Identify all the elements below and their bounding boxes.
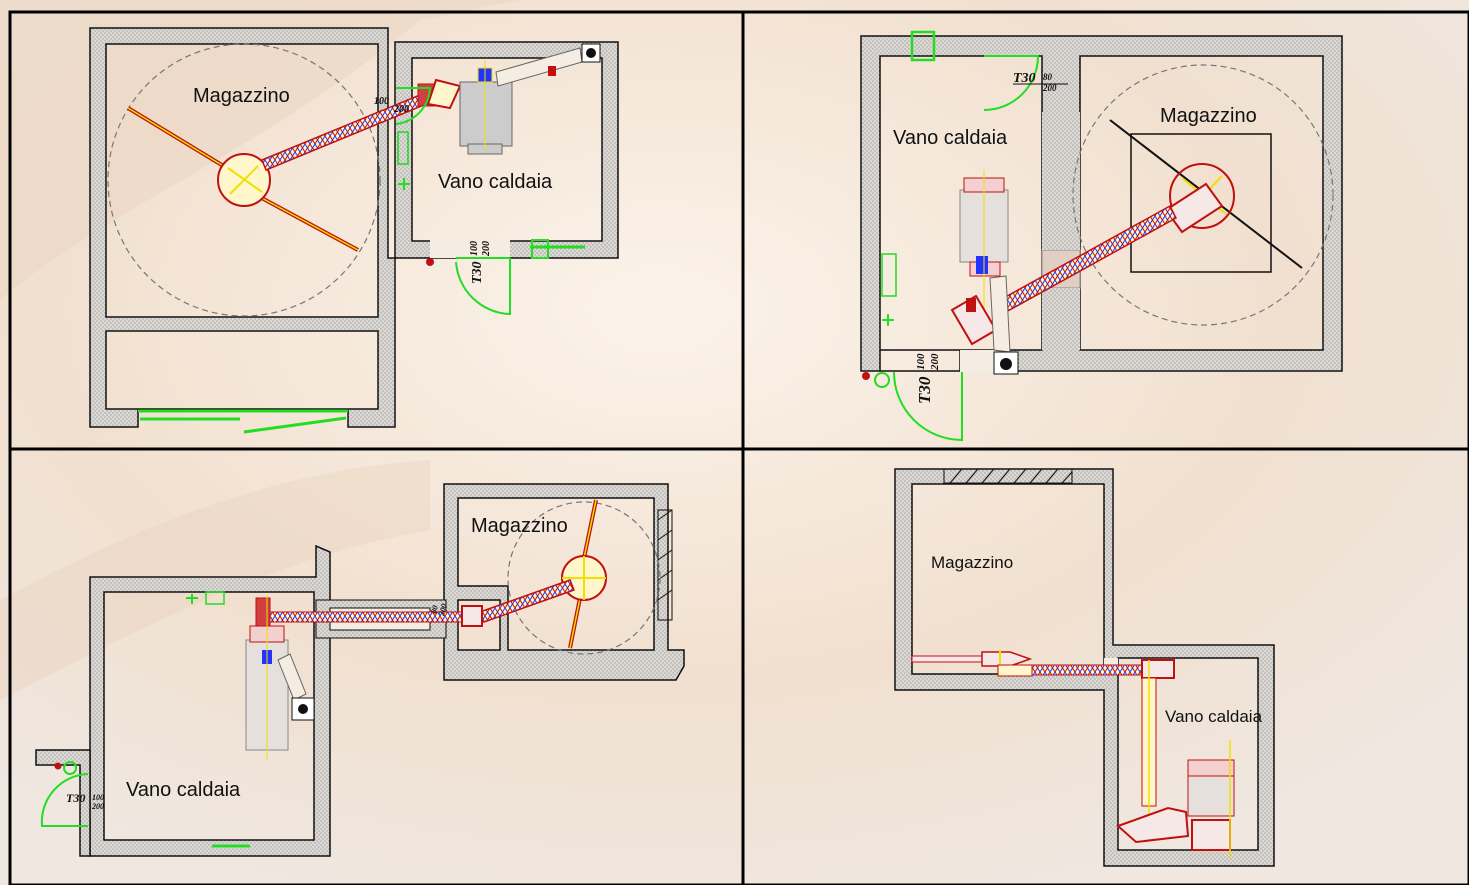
- door-height: 200: [91, 802, 104, 811]
- door-height-small: 200: [437, 603, 449, 618]
- door-swing-storage: [983, 55, 1040, 111]
- wall-outline-storage: [443, 483, 685, 681]
- wall-outline: [89, 27, 619, 428]
- door-height-small: 200: [1042, 83, 1057, 93]
- panel-top-left: Magazzino Vano caldaia T30 100 200 100 2…: [89, 27, 619, 434]
- door-swing-boiler: [395, 87, 432, 125]
- door-swing-external: [893, 371, 963, 442]
- feed-auger: [1031, 664, 1145, 676]
- room-label-boiler: Vano caldaia: [1165, 707, 1263, 726]
- door-height-small: 200: [393, 104, 409, 115]
- sheet-frame: [8, 10, 1469, 885]
- boiler: [459, 81, 513, 147]
- door-rating: T30: [915, 376, 934, 404]
- room-label-boiler: Vano caldaia: [438, 171, 553, 193]
- room-label-storage: Magazzino: [471, 515, 568, 537]
- door-width-small: 100: [374, 96, 389, 107]
- agitator-bar: [911, 655, 983, 663]
- auger-sweep-circle: [107, 43, 381, 317]
- door-width: 100: [92, 793, 104, 802]
- panel-top-right: Magazzino Vano caldaia T30 100 200 T30 8…: [860, 30, 1343, 442]
- auger-sweep-circle: [1072, 64, 1334, 326]
- door-rating-small: T30: [1013, 71, 1036, 86]
- room-label-boiler: Vano caldaia: [126, 779, 241, 801]
- boiler: [1187, 775, 1235, 817]
- door-height: 200: [481, 241, 492, 257]
- door-height: 200: [929, 353, 941, 371]
- room-label-storage: Magazzino: [931, 553, 1013, 572]
- door-width-small: 80: [429, 604, 440, 614]
- panel-bottom-right: Magazzino Vano caldaia: [894, 468, 1275, 867]
- door-width-small: 80: [1043, 72, 1053, 82]
- door-rating: T30: [66, 791, 85, 805]
- agitator-hub: [1169, 163, 1235, 229]
- door-rating: T30: [470, 261, 485, 284]
- wall-outline-left: [35, 749, 91, 857]
- panel-bottom-left: Magazzino Vano caldaia T30 100 200 80 20…: [35, 483, 685, 857]
- room-label-storage: Magazzino: [193, 85, 290, 107]
- room-label-storage: Magazzino: [1160, 105, 1257, 127]
- door-swing-external: [40, 773, 89, 827]
- door-width: 100: [469, 241, 480, 256]
- auger-sweep-circle: [507, 501, 661, 655]
- door-swing-external: [455, 258, 511, 316]
- room-label-boiler: Vano caldaia: [893, 127, 1008, 149]
- door-width: 100: [915, 353, 927, 370]
